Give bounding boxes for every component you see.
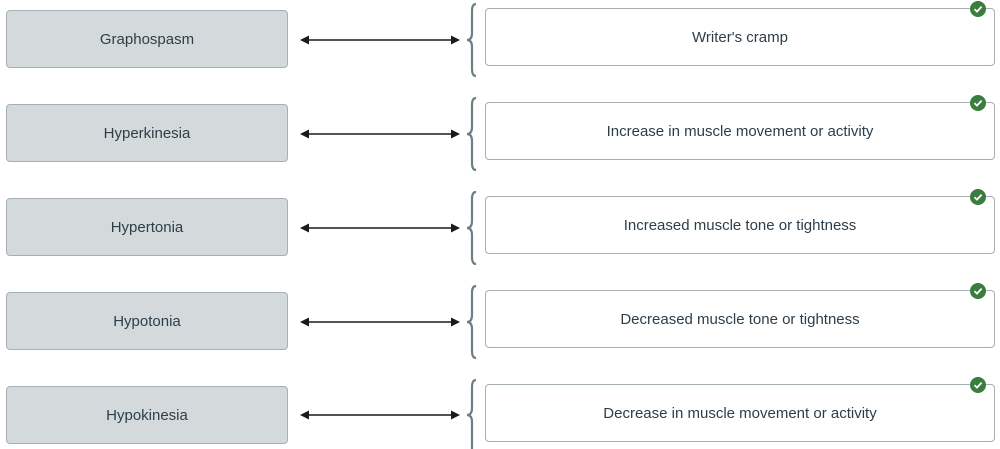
answer-slot[interactable]: Writer's cramp [485,8,995,66]
match-row: Graphospasm Writer's cramp [0,0,1000,80]
answer-slot[interactable]: Increased muscle tone or tightness [485,196,995,254]
term-label: Graphospasm [99,30,195,48]
bracket-icon [466,191,477,265]
answer-slot[interactable]: Decreased muscle tone or tightness [485,290,995,348]
match-row: Hypokinesia Decrease in muscle movement … [0,376,1000,449]
match-row: Hypotonia Decreased muscle tone or tight… [0,282,1000,362]
answer-label: Decrease in muscle movement or activity [603,404,877,422]
double-arrow-icon [300,410,460,420]
answer-slot[interactable]: Decrease in muscle movement or activity [485,384,995,442]
check-circle-icon [970,95,986,111]
bracket-icon [466,97,477,171]
answer-label: Writer's cramp [692,28,788,46]
bracket-icon [466,285,477,359]
check-circle-icon [970,189,986,205]
check-circle-icon [970,377,986,393]
term-label: Hyperkinesia [103,124,191,142]
check-circle-icon [970,1,986,17]
term-label: Hypotonia [113,312,181,330]
term-card[interactable]: Hyperkinesia [6,104,288,162]
term-card[interactable]: Hypokinesia [6,386,288,444]
double-arrow-icon [300,317,460,327]
match-row: Hypertonia Increased muscle tone or tigh… [0,188,1000,268]
check-circle-icon [970,283,986,299]
term-label: Hypertonia [110,218,184,236]
double-arrow-icon [300,223,460,233]
match-row: Hyperkinesia Increase in muscle movement… [0,94,1000,174]
term-card[interactable]: Graphospasm [6,10,288,68]
answer-slot[interactable]: Increase in muscle movement or activity [485,102,995,160]
term-label: Hypokinesia [106,406,188,424]
answer-label: Increase in muscle movement or activity [606,122,874,140]
answer-label: Increased muscle tone or tightness [623,216,857,234]
answer-label: Decreased muscle tone or tightness [620,310,860,328]
bracket-icon [466,379,477,449]
bracket-icon [466,3,477,77]
term-card[interactable]: Hypertonia [6,198,288,256]
double-arrow-icon [300,129,460,139]
term-card[interactable]: Hypotonia [6,292,288,350]
double-arrow-icon [300,35,460,45]
